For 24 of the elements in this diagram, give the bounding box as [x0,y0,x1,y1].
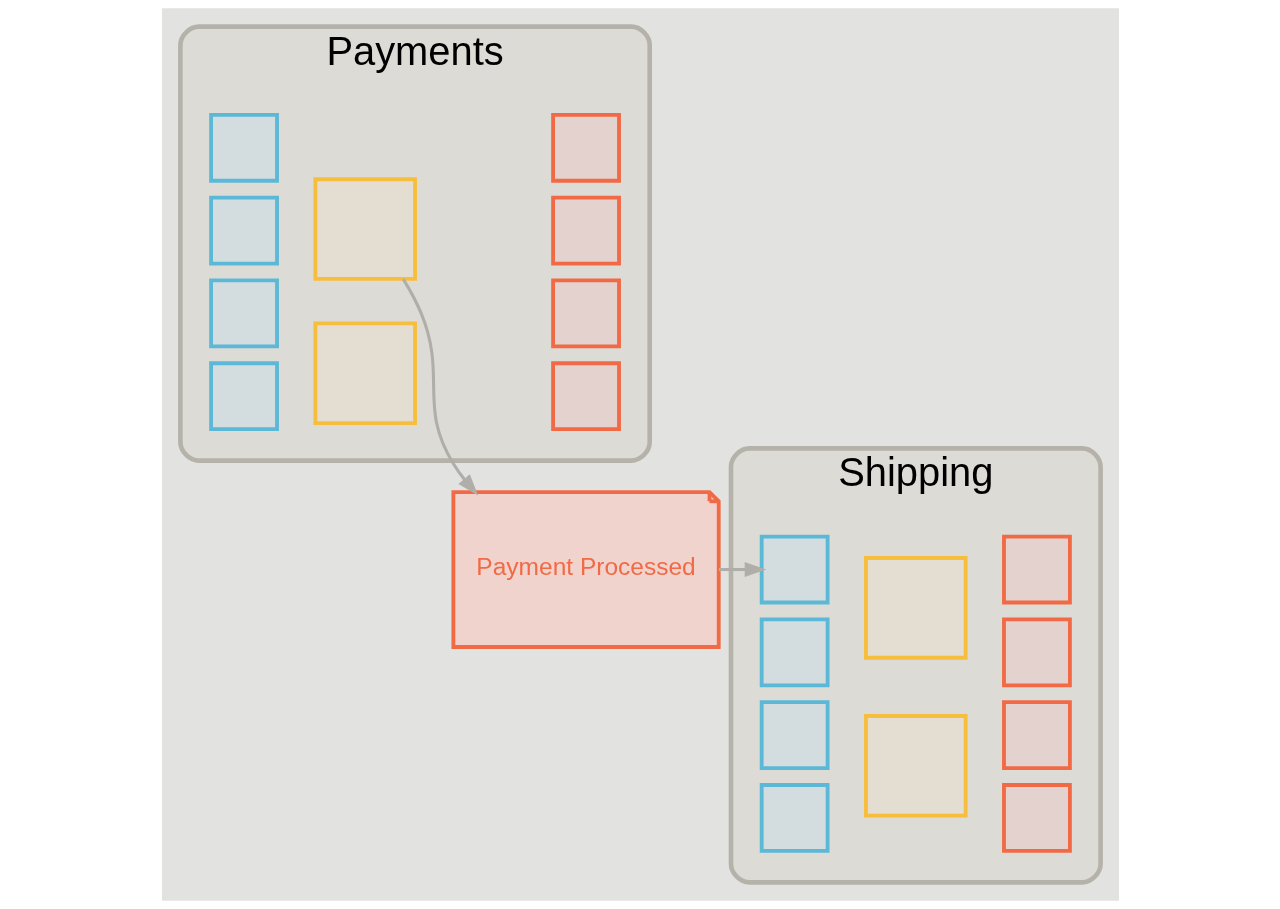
node-box [1001,700,1072,771]
node-box [208,112,279,183]
arrow [401,278,478,496]
node-box [759,783,830,853]
node-box [550,112,621,183]
node-box [863,714,968,818]
cluster: Shipping [728,446,1103,885]
node-box [1001,534,1072,605]
node-box [208,278,279,349]
node-box [1001,783,1072,853]
node-box [1001,617,1072,688]
node-box [312,177,417,281]
node-box [208,195,279,266]
node-box [312,321,417,425]
node-box [759,534,830,605]
node-box [759,617,830,688]
node-box [550,361,621,432]
node-box [863,556,968,660]
node-box [550,195,621,266]
cluster: Payments [177,24,652,463]
node-box [550,278,621,349]
node-box [208,361,279,432]
arrow [718,562,766,578]
node-box [759,700,830,771]
